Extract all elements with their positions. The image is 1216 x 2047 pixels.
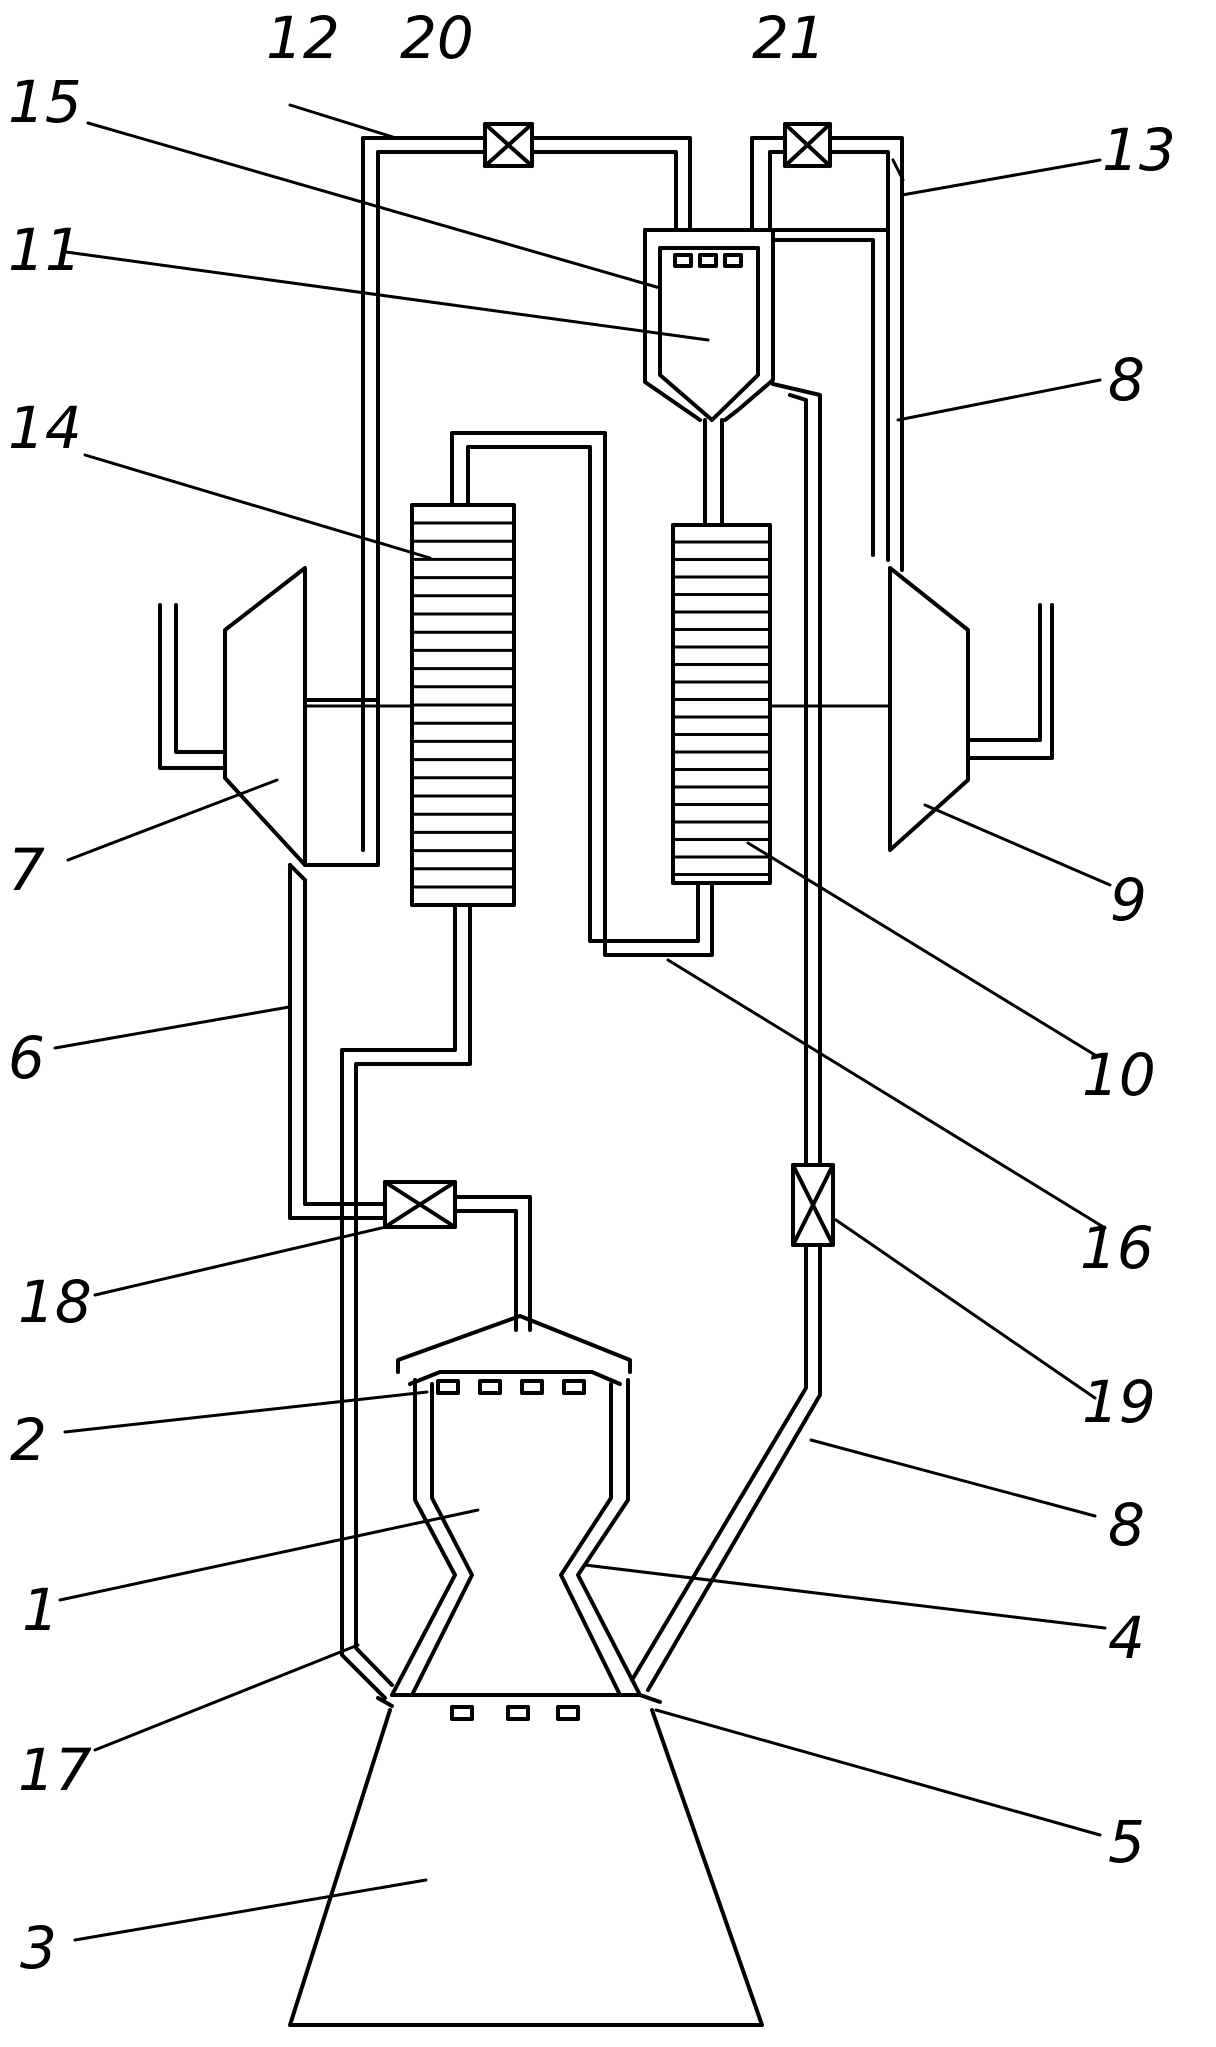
heat-exchanger-right [673,525,770,883]
valve-21 [785,124,830,166]
label-6: 6 [8,1024,45,1092]
label-7: 7 [8,836,45,904]
leader-lines [55,105,1110,1940]
nozzle-injectors [452,1707,578,1719]
label-11: 11 [8,216,82,284]
pipe-8-upper [773,240,873,1165]
label-12: 12 [266,4,340,72]
valve-18 [385,1182,455,1227]
heat-exchanger-left [412,505,514,905]
nozzle [290,1695,762,2025]
label-8-upper: 8 [1108,346,1145,414]
pipe-18-to-head [455,1197,530,1330]
label-10: 10 [1082,1041,1156,1109]
turbopump-left [160,568,378,865]
label-3: 3 [20,1914,57,1982]
label-14: 14 [8,394,82,462]
label-21: 21 [752,4,826,72]
pipe-8-lower [632,1245,820,1690]
label-20: 20 [400,4,474,72]
label-5: 5 [1108,1808,1145,1876]
label-9: 9 [1110,866,1147,934]
label-17: 17 [18,1736,92,1804]
label-8-lower: 8 [1108,1491,1145,1559]
combustion-chamber [392,1316,640,1695]
label-13: 13 [1102,116,1176,184]
injector-head [438,1381,584,1393]
pipe-6 [290,865,385,1218]
label-1: 1 [22,1576,59,1644]
label-19: 19 [1082,1368,1156,1436]
valve-19 [793,1165,833,1245]
gas-generator [645,230,773,525]
label-18: 18 [18,1268,92,1336]
label-2: 2 [10,1406,47,1474]
valve-20 [485,124,532,166]
label-4: 4 [1108,1604,1145,1672]
label-15: 15 [8,68,82,136]
label-16: 16 [1080,1214,1154,1282]
reference-labels: 12 20 21 15 13 11 8 14 7 9 6 10 16 18 19… [8,4,1176,1982]
turbopump-right [890,568,1052,850]
